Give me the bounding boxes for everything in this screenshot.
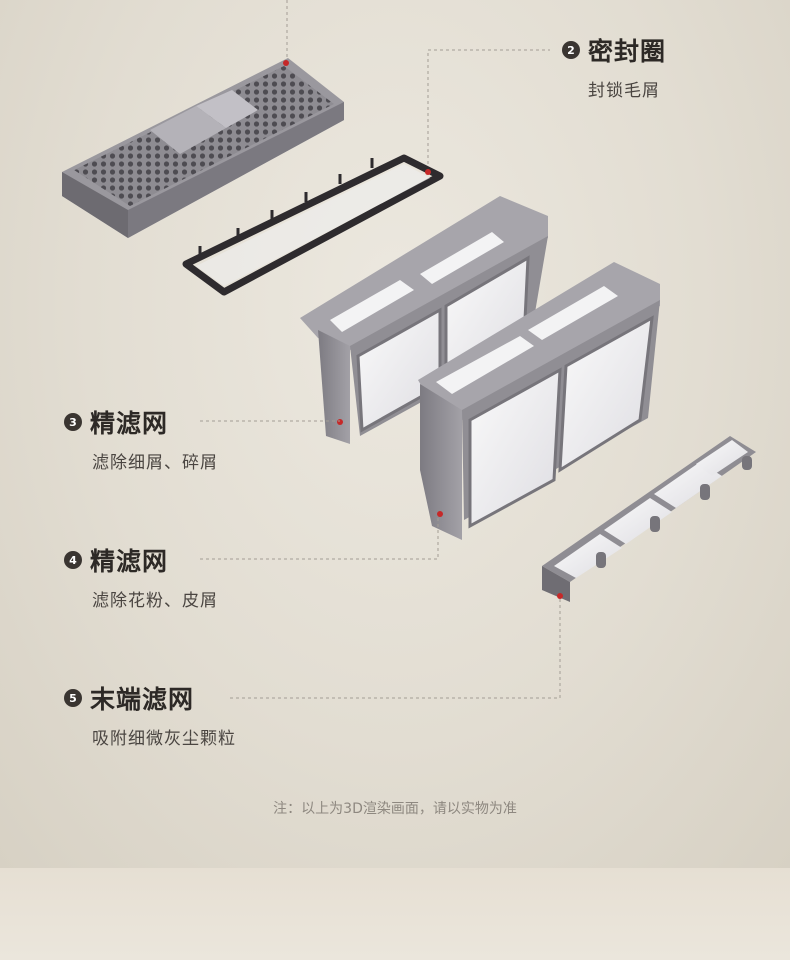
- seal-ring-illustration: [182, 154, 444, 296]
- numbered-badge-icon: 3: [64, 413, 82, 431]
- filter-cover-illustration: [62, 58, 344, 238]
- callout-title: 密封圈: [588, 37, 667, 66]
- leader-line-5: [230, 598, 561, 699]
- fine-filter-2-illustration: [418, 262, 660, 540]
- callout-title: 精滤网: [90, 409, 169, 438]
- callout-fine-filter-1: 3 精滤网 滤除细屑、碎屑: [64, 404, 218, 473]
- numbered-badge-icon: 5: [64, 689, 82, 707]
- leader-line-4: [200, 516, 439, 560]
- callout-seal-ring: 2 密封圈 封锁毛屑: [562, 32, 666, 101]
- callout-fine-filter-2: 4 精滤网 滤除花粉、皮屑: [64, 542, 218, 611]
- numbered-badge-icon: 4: [64, 551, 82, 569]
- callout-desc: 封锁毛屑: [588, 81, 660, 101]
- exploded-filter-illustration: [62, 0, 756, 699]
- numbered-badge-icon: 2: [562, 41, 580, 59]
- end-filter-illustration: [542, 436, 756, 602]
- callout-end-filter: 5 末端滤网 吸附细微灰尘颗粒: [64, 680, 236, 749]
- callout-desc: 吸附细微灰尘颗粒: [92, 729, 236, 749]
- callout-title: 精滤网: [90, 547, 169, 576]
- callout-desc: 滤除花粉、皮屑: [92, 591, 218, 611]
- fine-filter-1-illustration: [300, 196, 548, 444]
- callout-desc: 滤除细屑、碎屑: [92, 453, 218, 473]
- leader-line-seal: [427, 49, 550, 170]
- callout-title: 末端滤网: [90, 685, 195, 714]
- render-disclaimer: 注：以上为3D渲染画面，请以实物为准: [273, 801, 517, 817]
- bottom-band: [0, 868, 790, 960]
